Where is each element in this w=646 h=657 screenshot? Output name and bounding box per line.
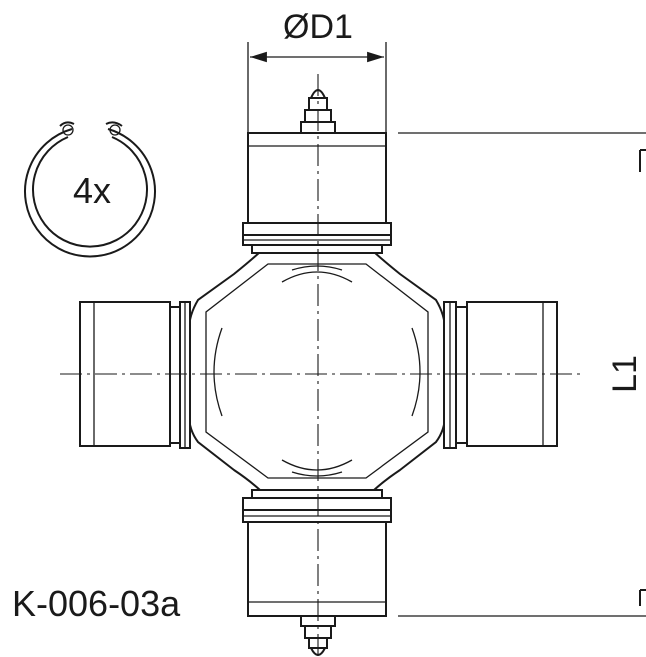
diameter-dimension (247, 42, 387, 133)
left-bearing-cup (79, 301, 191, 449)
part-code-label: K-006-03a (12, 583, 181, 624)
diameter-label: ØD1 (283, 8, 353, 46)
length-dimension (398, 132, 646, 617)
circlip-icon (24, 121, 156, 258)
quantity-label: 4x (73, 170, 111, 211)
length-label: L1 (606, 355, 644, 393)
top-bearing-cup (242, 89, 392, 254)
right-bearing-cup (443, 301, 558, 449)
bottom-bearing-cup (242, 489, 392, 656)
cross-body (188, 251, 446, 491)
